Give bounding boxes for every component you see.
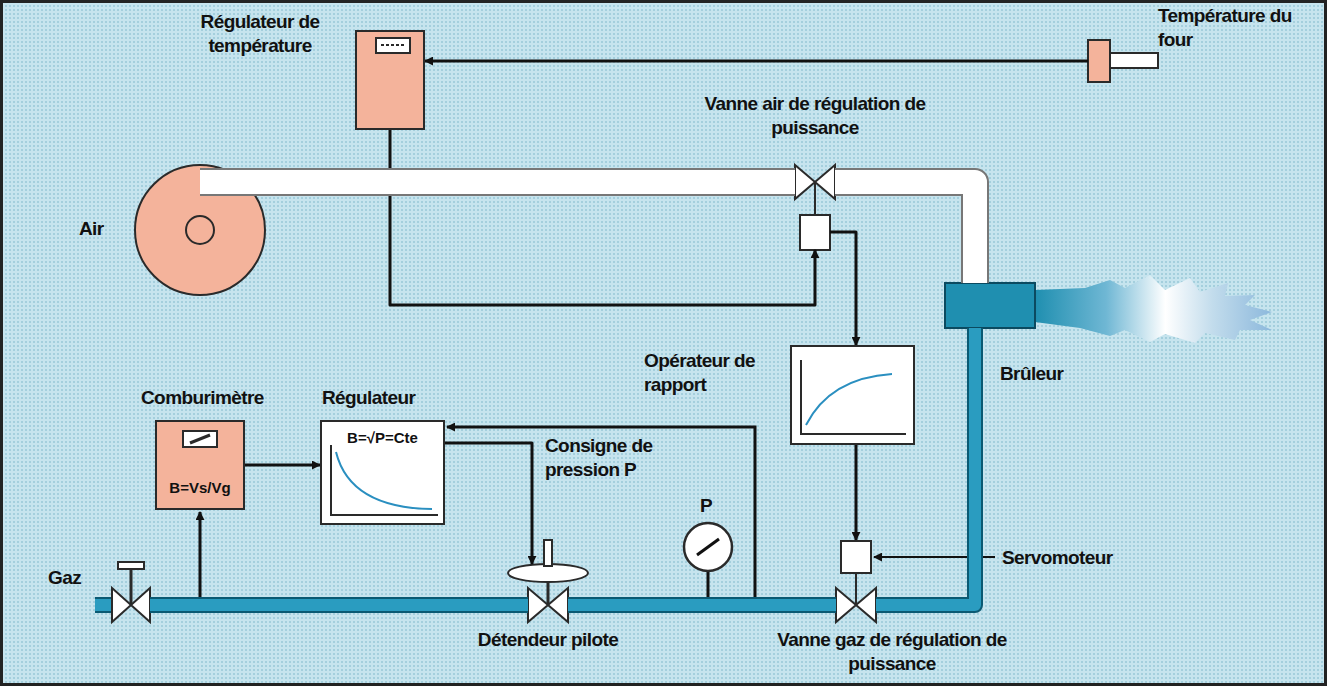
node-label: Gaz (48, 566, 98, 590)
node-label: Vanne gaz de régulation de puissance (742, 628, 1042, 676)
signal-line (445, 443, 532, 564)
connector-stroke (425, 60, 1088, 63)
manual-valve-symbol (112, 562, 150, 622)
connector-stroke (150, 597, 528, 613)
signal-line (830, 232, 856, 345)
node-label: P (700, 494, 724, 518)
connector-stroke (390, 130, 815, 305)
curve-chart (331, 445, 438, 515)
pressure-gauge: P (684, 523, 732, 571)
node-label: Détendeur pilote (448, 628, 648, 652)
burner: Brûleur (945, 283, 1035, 328)
air-valve: Vanne air de régulation de puissance (795, 165, 835, 250)
node-label: Vanne air de régulation de puissance (665, 92, 965, 140)
pressure-gauge (684, 523, 732, 599)
node-label: Opérateur de rapport (644, 349, 764, 397)
signal-line (856, 445, 857, 540)
signal-line (390, 130, 815, 305)
servomotor-box: Servomoteur (840, 540, 872, 574)
connector-stroke (265, 170, 795, 194)
controller-box: RégulateurB=√P=Cte (320, 420, 445, 525)
node-label: Régulateur (322, 386, 492, 410)
node-label: Air (79, 217, 127, 241)
node-label: Régulateur de température (175, 10, 345, 58)
formula-text: B=√P=Cte (322, 426, 443, 450)
connector-stroke (835, 182, 975, 283)
air-fan: Air (135, 165, 265, 295)
pilot-regulator: Détendeur pilote (528, 588, 568, 622)
temperature-sensor (1088, 40, 1158, 82)
gas-valve: Vanne gaz de régulation de puissance (836, 588, 876, 622)
gas-pipe (150, 605, 528, 606)
signal-label: Consigne de pression P (545, 434, 705, 482)
manual-valve: Gaz (112, 588, 150, 622)
burner-symbol (945, 275, 1272, 343)
air-pipe (835, 182, 975, 283)
connector-stroke (830, 232, 856, 345)
connector-stroke (150, 599, 528, 611)
formula-text: B=Vs/Vg (157, 476, 243, 500)
gas-valve-symbol (836, 574, 876, 622)
connector-stroke (835, 182, 975, 283)
signal-line (425, 61, 1088, 62)
connector-stroke (245, 464, 320, 467)
analyser-box: ComburimètreB=Vs/Vg (155, 420, 245, 510)
display-icon (376, 38, 410, 53)
air-pipe (265, 182, 795, 183)
display-icon (183, 431, 217, 447)
gas-pipe (568, 605, 836, 606)
ratio-box: Opérateur de rapport (790, 345, 915, 445)
air-valve-symbol (795, 165, 835, 250)
node-label: Servomoteur (1002, 546, 1152, 570)
node-label: Brûleur (1000, 362, 1120, 386)
connector-stroke (855, 445, 858, 540)
sampling-line (199, 512, 202, 598)
connector-stroke (265, 168, 795, 196)
connector-stroke (445, 443, 532, 564)
node-label: Comburimètre (141, 386, 311, 410)
connector-stroke (568, 599, 836, 611)
connector-stroke (568, 597, 836, 613)
pressure-setpoint-line (447, 427, 755, 598)
temperature-sensor: Température du four (1088, 40, 1110, 82)
fan-symbol (135, 165, 272, 295)
signal-line (245, 465, 320, 466)
curve-chart (801, 360, 906, 434)
node-label: Température du four (1158, 4, 1318, 52)
controller-box: Régulateur de température (355, 30, 425, 130)
